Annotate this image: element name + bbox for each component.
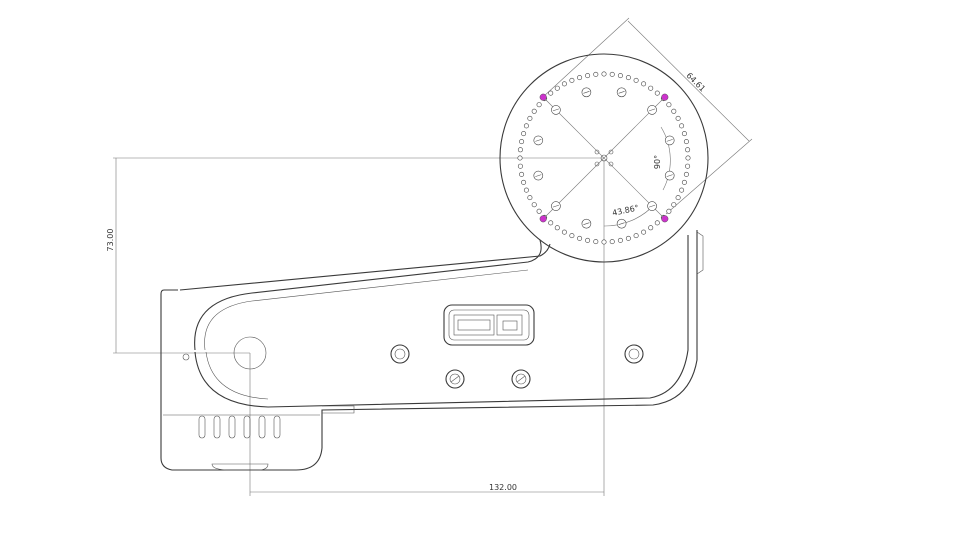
flange-hole	[531, 202, 537, 208]
flange-hole	[681, 179, 687, 185]
flange-bolt	[616, 218, 627, 229]
flange-hole	[617, 237, 623, 243]
screw-4	[511, 369, 531, 389]
flange-hole	[683, 139, 689, 145]
screw-1	[390, 344, 410, 364]
flange-hole	[536, 208, 542, 214]
flange-hole	[648, 85, 654, 91]
flange-hole	[519, 171, 525, 177]
flange-hole	[625, 235, 631, 241]
flange-hole	[679, 123, 685, 129]
flange-bolt	[581, 87, 592, 98]
flange-hole	[527, 195, 533, 201]
screw-3	[445, 369, 465, 389]
flange-hole	[685, 163, 691, 169]
flange-hole	[523, 187, 529, 193]
screw-2	[624, 344, 644, 364]
flange-hole	[577, 75, 583, 81]
flange-hole	[683, 171, 689, 177]
flange-hole	[633, 77, 639, 83]
flange-hole	[554, 225, 560, 231]
flange-hole	[561, 229, 567, 235]
flange-hole	[531, 108, 537, 114]
flange-hole	[675, 195, 681, 201]
flange-hole	[654, 220, 660, 226]
dimension-horizontal-label: 132.00	[489, 483, 517, 492]
flange-hole	[521, 131, 527, 137]
flange-hole	[585, 237, 591, 243]
dimension-vertical-label: 73.00	[106, 229, 115, 252]
flange-bolt	[664, 170, 675, 181]
flange-hole	[601, 71, 607, 77]
flange-hole	[609, 71, 615, 77]
flange-hole	[685, 147, 691, 153]
flange-hole	[625, 75, 631, 81]
flange-hole	[527, 115, 533, 121]
flange-bolt-ring	[533, 87, 675, 229]
flange-bolt	[551, 201, 561, 211]
usb-port	[443, 304, 535, 346]
dimension-horizontal: 132.00	[249, 160, 605, 496]
flange-hole	[679, 187, 685, 193]
flange-hole	[577, 235, 583, 241]
flange-bolt	[581, 218, 592, 229]
flange-hole	[561, 81, 567, 87]
flange-hole	[593, 239, 599, 245]
vent-slots	[198, 415, 281, 439]
flange-accent-hole	[539, 215, 547, 223]
base-body	[160, 230, 704, 471]
flange-bolt	[533, 170, 544, 181]
flange-bolt	[664, 135, 675, 146]
flange-hole	[521, 179, 527, 185]
flange-hole	[517, 163, 523, 169]
angle-4386-label: 43.86°	[611, 203, 639, 217]
dimension-diagonal: 64.61	[542, 17, 753, 215]
angle-90-label: 90°	[653, 155, 662, 169]
flange-hole	[523, 123, 529, 129]
flange-hole	[593, 71, 599, 77]
flange-hole	[569, 233, 575, 239]
flange-hole	[675, 115, 681, 121]
flange-accent-holes	[539, 93, 669, 223]
flange-hole	[548, 220, 554, 226]
flange-hole	[585, 73, 591, 79]
flange-hole	[641, 81, 647, 87]
flange-hole	[617, 73, 623, 79]
dimension-diagonal-label: 64.61	[684, 71, 707, 94]
pivot-boss	[233, 336, 267, 370]
flange-hole	[569, 77, 575, 83]
flange-accent-hole	[661, 93, 669, 101]
flange-hole	[536, 102, 542, 108]
flange-accent-hole	[661, 215, 669, 223]
flange-hole	[601, 239, 607, 245]
flange-hole	[548, 90, 554, 96]
flange-accent-hole	[539, 93, 547, 101]
flange-hole	[666, 102, 672, 108]
flange-hole	[671, 108, 677, 114]
flange-hole	[681, 131, 687, 137]
flange-bolt	[647, 105, 657, 115]
flange-bolt	[551, 105, 561, 115]
flange-hole	[648, 225, 654, 231]
flange-hole	[517, 147, 523, 153]
flange-bolt	[647, 201, 657, 211]
flange-hole	[671, 202, 677, 208]
flange-bolt	[533, 135, 544, 146]
flange-hole	[609, 239, 615, 245]
flange-hole	[517, 155, 523, 161]
flange-hole	[633, 233, 639, 239]
flange-hole	[654, 90, 660, 96]
flange-hole	[666, 208, 672, 214]
flange-hole	[519, 139, 525, 145]
flange-hole	[685, 155, 691, 161]
flange-hole	[641, 229, 647, 235]
flange-hole	[554, 85, 560, 91]
flange-bolt	[616, 87, 627, 98]
